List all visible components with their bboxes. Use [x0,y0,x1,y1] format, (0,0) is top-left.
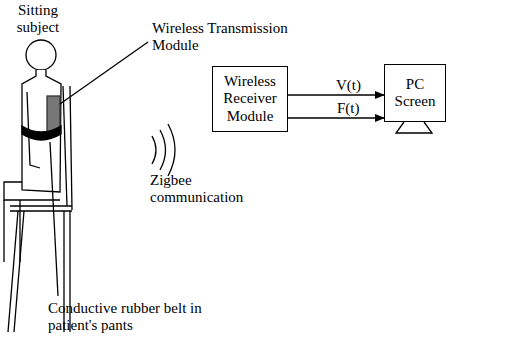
signal-label: V(t) [334,77,363,94]
signal-label: F(t) [335,100,362,117]
receiver-box: Wireless Receiver Module [212,66,288,132]
signal-arrow [288,117,384,118]
module-label: Wireless Transmission Module [152,20,322,53]
node-text: PC Screen [390,76,440,111]
pc-screen-box: PC Screen [384,64,446,122]
zigbee-label: Zigbee communication [150,172,250,205]
signal-arrow [288,94,384,95]
subject-label: Sitting subject [6,2,70,35]
belt-label: Conductive rubber belt in patient's pant… [48,300,223,333]
node-text: Wireless Receiver Module [218,73,282,125]
